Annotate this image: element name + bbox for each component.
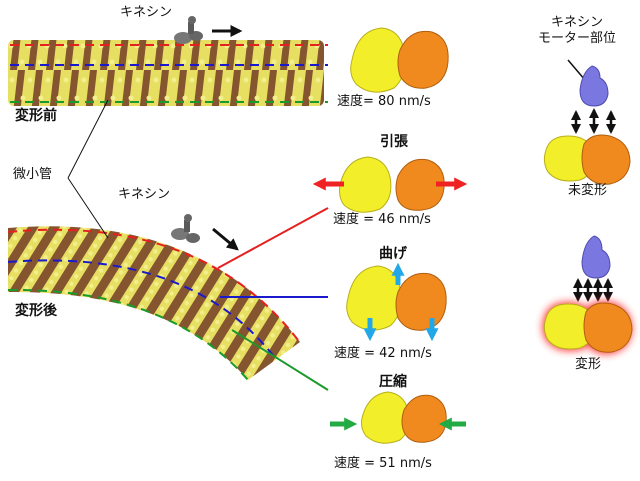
after-deformation-label: 変形後 (15, 303, 57, 319)
compression-connector (231, 329, 329, 391)
outline-curved-green (7, 288, 249, 381)
before-deformation-label: 変形前 (15, 108, 57, 124)
outline-curved-red (7, 228, 299, 341)
motor-domain-undeformed (579, 65, 609, 107)
undeformed-label: 未変形 (568, 183, 608, 198)
tension-connector (217, 207, 329, 269)
motor-label-line1: キネシン (550, 15, 603, 30)
protein-structure-compression (330, 391, 466, 444)
speed-tension: 速度 = 46 nm/s (333, 212, 431, 227)
speed-bending: 速度 = 42 nm/s (334, 346, 432, 361)
outline-curved-blue (7, 259, 276, 359)
motor-label-line2: モーター部位 (537, 31, 616, 46)
tension-title: 引張 (380, 134, 408, 150)
kinesin-gray-icon-top (174, 16, 203, 44)
microtubule-label: 微小管 (13, 167, 53, 182)
motor-leader-line (567, 59, 586, 81)
tubulin-dimer-deformed (542, 301, 633, 355)
deformed-label: 変形 (575, 357, 602, 372)
protein-structure-tension (312, 156, 468, 213)
kinesin-label-top: キネシン (120, 5, 173, 20)
protein-structure-bending (346, 262, 447, 342)
binding-arrows-undeformed (571, 108, 616, 134)
binding-arrows-deformed (573, 278, 613, 302)
microtubule-straight (8, 40, 328, 106)
compression-title: 圧縮 (379, 374, 407, 390)
tubulin-dimer-undeformed (543, 134, 631, 185)
kinesin-gray-icon-mid (171, 214, 200, 243)
motor-domain-label: キネシン モーター部位 (522, 15, 632, 47)
microtubule-curved (7, 226, 300, 381)
microtubule-leader-lines (67, 99, 109, 239)
direction-arrow-mid (212, 227, 239, 251)
speed-reference: 速度= 80 nm/s (337, 94, 431, 109)
kinesin-label-mid: キネシン (118, 187, 171, 202)
speed-compression: 速度 = 51 nm/s (334, 456, 432, 471)
bending-title: 曲げ (379, 246, 407, 262)
protein-structure-reference (350, 27, 449, 93)
motor-domain-deformed (581, 235, 611, 279)
